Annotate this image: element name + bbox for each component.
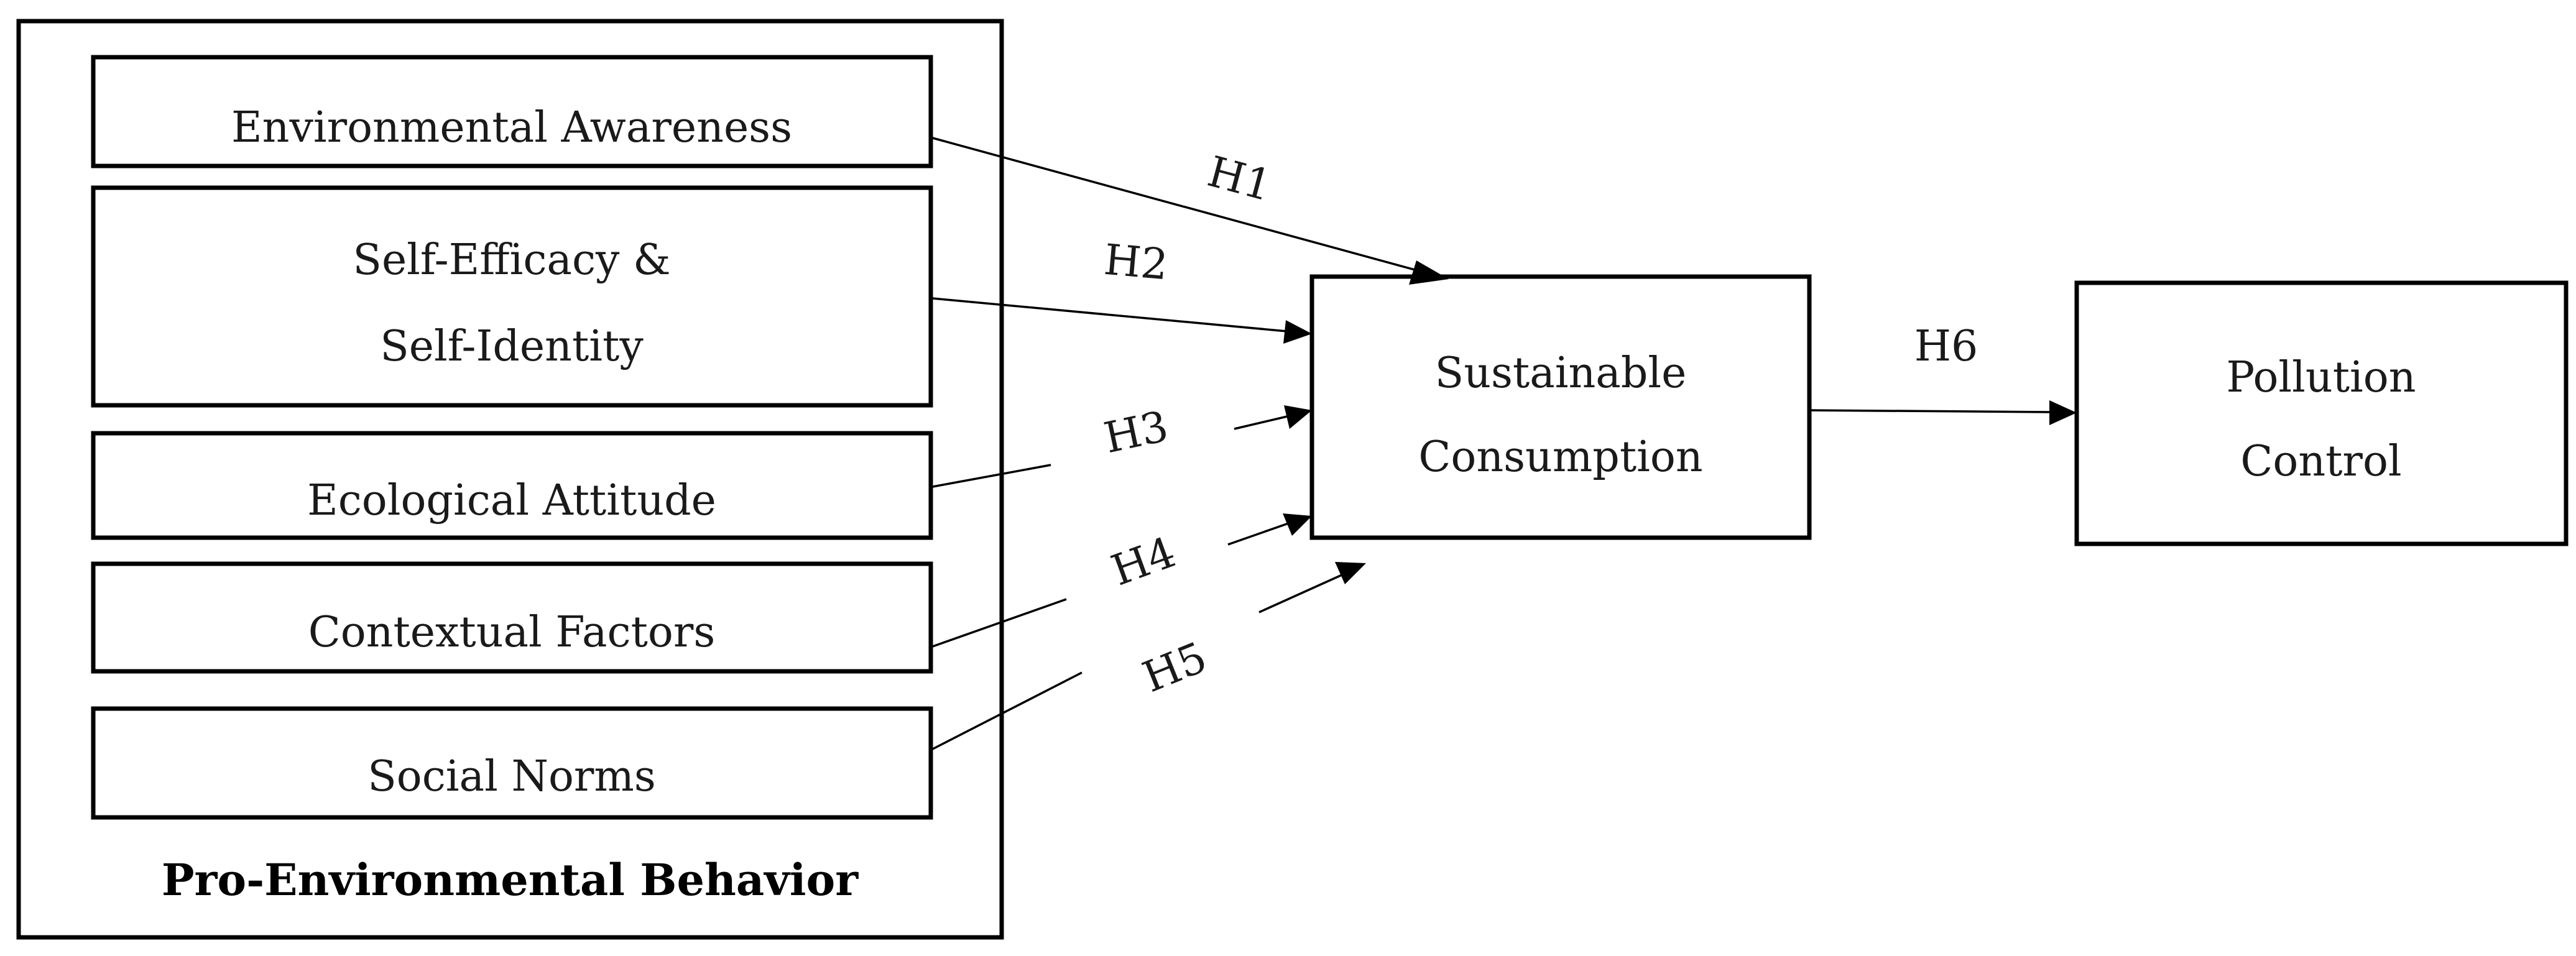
h2-arrow-line [932, 297, 1288, 333]
h6-arrow-head [2049, 400, 2077, 425]
sustainable-consumption-box [1309, 274, 1812, 540]
h5-arrow-line-end [1258, 574, 1342, 614]
social-norms-label: Social Norms [367, 752, 656, 801]
environmental-awareness-box [91, 55, 933, 168]
h3-arrow-head [1284, 405, 1312, 429]
control-label: Control [2240, 437, 2401, 486]
environmental-awareness-label: Environmental Awareness [231, 103, 792, 152]
h4-arrow-line-start [932, 598, 1067, 648]
h5-arrow-line-start [932, 671, 1083, 750]
h3-label: H3 [1100, 402, 1173, 464]
h5-label: H5 [1136, 633, 1214, 702]
pro-environmental-behavior-group [16, 19, 1004, 940]
contextual-factors-label: Contextual Factors [308, 608, 716, 657]
ecological-attitude-label: Ecological Attitude [307, 476, 716, 525]
h6-label: H6 [1914, 322, 1978, 371]
h3-arrow-line-start [932, 464, 1051, 488]
h2-arrow-head [1283, 320, 1312, 344]
consumption-label: Consumption [1418, 433, 1702, 482]
pollution-label: Pollution [2226, 353, 2416, 402]
h1-arrow-line [932, 137, 1424, 273]
sustainable-label: Sustainable [1435, 349, 1687, 398]
self-identity-label: Self-Identity [380, 322, 644, 371]
self-efficacy-identity-box [91, 185, 933, 408]
h6-arrow-line [1809, 409, 2052, 413]
h4-label: H4 [1106, 528, 1182, 595]
h4-arrow-line-end [1227, 522, 1289, 546]
h4-arrow-head [1283, 513, 1312, 536]
h3-arrow-line-end [1234, 415, 1288, 430]
group-title: Pro-Environmental Behavior [162, 854, 859, 906]
contextual-factors-box [91, 561, 933, 674]
h5-arrow-head [1335, 562, 1366, 584]
self-efficacy-label: Self-Efficacy & [353, 236, 670, 285]
h1-arrow-head [1409, 260, 1449, 285]
pollution-control-box [2074, 280, 2569, 546]
ecological-attitude-box [91, 431, 933, 540]
h1-label: H1 [1203, 147, 1277, 211]
h2-label: H2 [1102, 236, 1170, 290]
social-norms-box [91, 706, 933, 820]
